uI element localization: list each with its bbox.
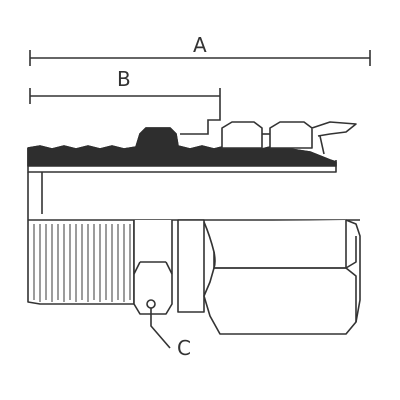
collar <box>177 219 205 313</box>
swivel-nut-upper <box>221 121 357 155</box>
swivel-nut-flat-lower <box>214 267 357 322</box>
callout-c-label: C <box>177 336 191 360</box>
nut-hex-right <box>269 121 313 149</box>
nut-lip-edge <box>319 135 325 155</box>
hex-body <box>133 220 173 315</box>
callout-c-leader <box>150 308 171 349</box>
profile-step-leader <box>180 104 221 135</box>
nut-hex-left <box>221 121 263 149</box>
callout-c-marker <box>146 299 156 309</box>
dimension-a <box>29 50 371 66</box>
dimension-a-label: A <box>193 33 207 57</box>
swivel-nut-lower <box>203 219 361 335</box>
dimension-b-label: B <box>117 67 131 91</box>
hex-chamfer <box>133 261 173 275</box>
thread-hatching <box>33 224 131 302</box>
fitting-lower-exterior <box>27 219 361 335</box>
nut-lip <box>311 121 357 137</box>
callout-c <box>146 299 171 349</box>
upper-thread-band <box>27 127 337 167</box>
dimension-b <box>29 88 221 104</box>
